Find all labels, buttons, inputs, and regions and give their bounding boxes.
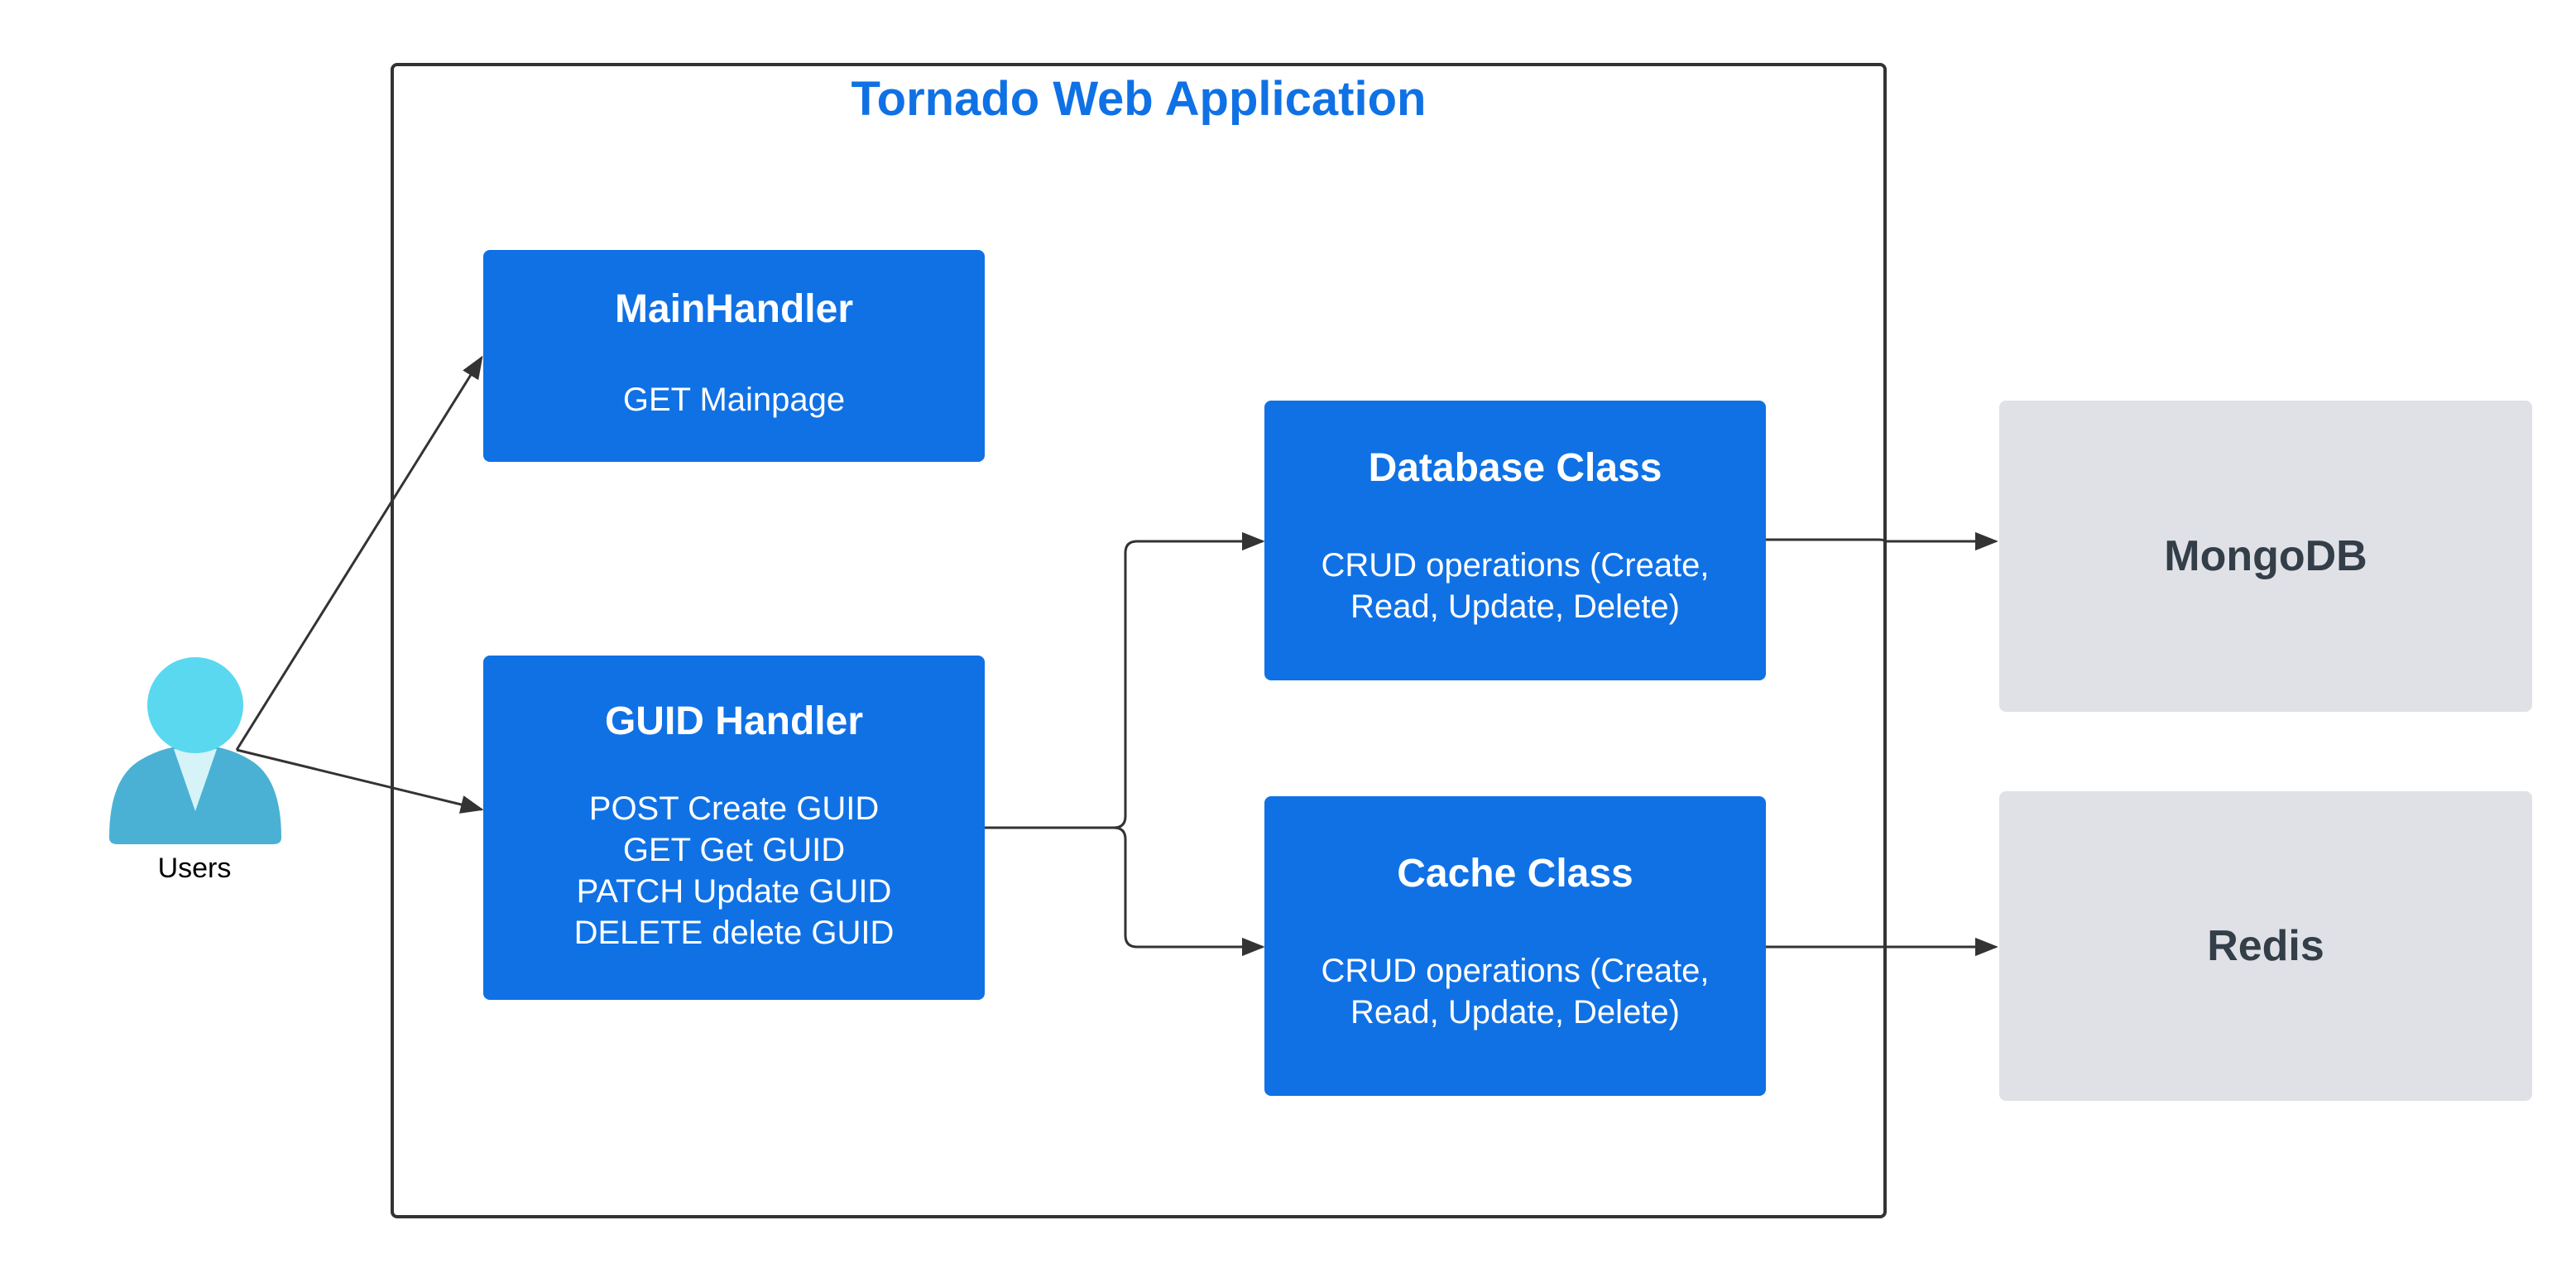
guid-handler-line: DELETE delete GUID (573, 915, 895, 951)
redis-box[interactable]: Redis (1999, 791, 2532, 1101)
guid-handler-line: GET Get GUID (622, 832, 846, 868)
database-class-line: CRUD operations (Create, (1321, 547, 1710, 584)
arrow-users-to-guid-handler (236, 748, 484, 814)
arrow-users-to-mainhandler (235, 355, 483, 751)
cache-class-box[interactable]: Cache Class CRUD operations (Create, Rea… (1264, 796, 1766, 1096)
database-class-line: Read, Update, Delete) (1350, 588, 1680, 625)
cache-class-body: CRUD operations (Create, Read, Update, D… (1264, 950, 1766, 1033)
mainhandler-box[interactable]: MainHandler GET Mainpage (483, 250, 985, 462)
database-class-title: Database Class (1368, 446, 1662, 490)
database-class-body: CRUD operations (Create, Read, Update, D… (1264, 545, 1766, 627)
guid-handler-line: POST Create GUID (588, 790, 880, 827)
guid-handler-title: GUID Handler (604, 699, 864, 743)
cache-class-line: Read, Update, Delete) (1350, 994, 1680, 1030)
mainhandler-line: GET Mainpage (622, 382, 846, 418)
cache-class-line: CRUD operations (Create, (1321, 953, 1710, 989)
mainhandler-body: GET Mainpage (483, 379, 985, 420)
app-title: Tornado Web Application (851, 72, 1427, 126)
mainhandler-title: MainHandler (614, 287, 854, 331)
cache-class-title: Cache Class (1397, 852, 1633, 896)
guid-handler-line: PATCH Update GUID (576, 873, 892, 910)
tornado-app-container (391, 63, 1887, 1218)
guid-handler-body: POST Create GUID GET Get GUID PATCH Upda… (483, 788, 985, 954)
database-class-box[interactable]: Database Class CRUD operations (Create, … (1264, 401, 1766, 680)
users-label: Users (157, 853, 232, 884)
guid-handler-box[interactable]: GUID Handler POST Create GUID GET Get GU… (483, 656, 985, 1000)
user-icon (109, 657, 281, 844)
arrow-guid-to-cache (1113, 826, 1265, 957)
mongodb-box[interactable]: MongoDB (1999, 401, 2532, 712)
